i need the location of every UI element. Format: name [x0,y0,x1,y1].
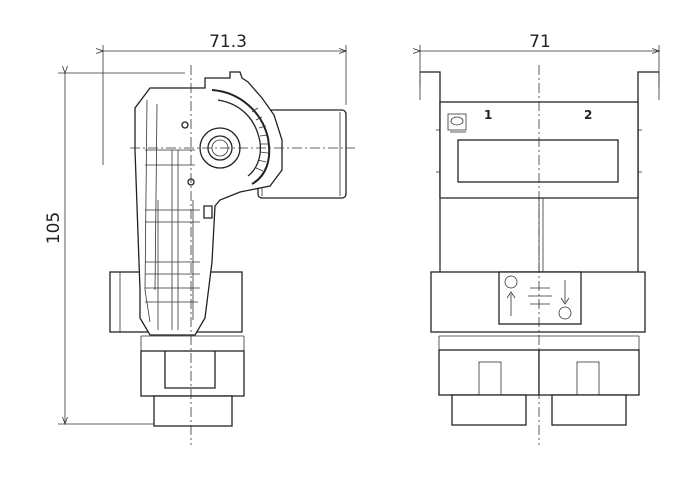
side-cable-connector [140,335,245,427]
dimension-height: 105 [44,73,185,424]
lock-symbol-icon [558,306,572,320]
side-latch-tab [203,205,213,219]
front-cable-connector [438,335,640,426]
side-view: 71.3 105 [44,32,355,445]
dimension-label-side-width: 71.3 [209,32,247,52]
arrow-down-icon [560,280,570,305]
side-locking-lever [211,89,271,185]
cavity-number-2: 2 [584,108,592,122]
front-brand-logo-icon [447,113,467,133]
side-lever-ribs [251,107,269,172]
side-hole-upper [181,121,189,129]
front-coding-plate [498,271,582,325]
front-label-window [457,139,619,183]
dimension-label-front-width: 71 [529,32,551,52]
dimension-side-width: 71.3 [103,32,346,165]
arrow-up-icon [506,291,516,316]
front-view: 71 1 2 [420,32,659,445]
unlock-symbol-icon [504,275,518,289]
dimension-front-width: 71 [420,32,659,100]
dimension-label-height: 105 [44,212,64,244]
cavity-number-1: 1 [484,108,492,122]
